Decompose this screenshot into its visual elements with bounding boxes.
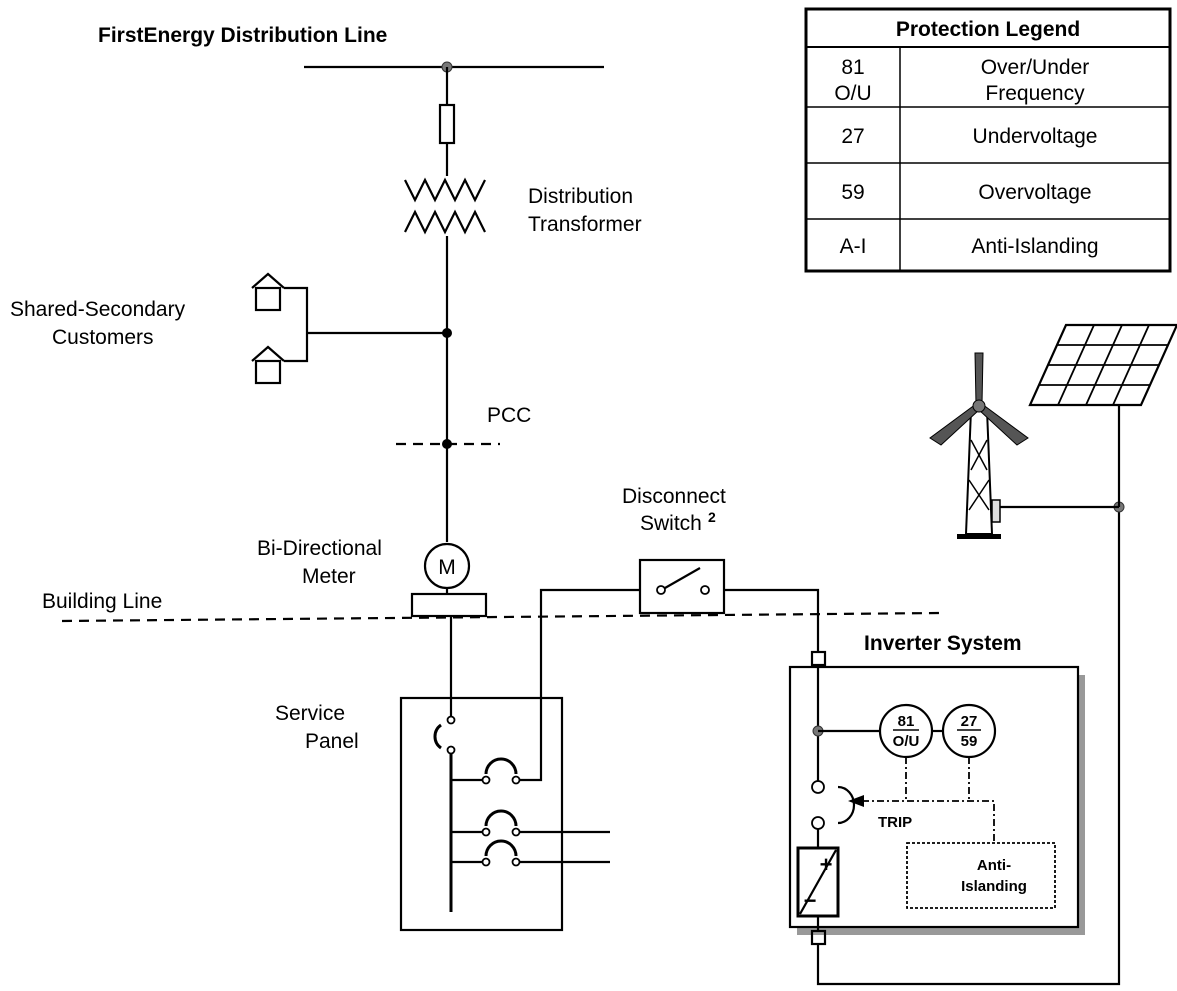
svg-text:Anti-: Anti-	[977, 857, 1011, 874]
protection-legend: Protection Legend 81 O/U Over/Under Freq…	[804, 7, 1172, 273]
svg-text:O/U: O/U	[893, 733, 920, 750]
svg-text:+: +	[820, 852, 833, 877]
legend-desc: Frequency	[985, 82, 1085, 105]
inverter-icon: + −	[796, 846, 840, 918]
svg-text:81: 81	[898, 713, 915, 730]
branch-breaker	[451, 809, 521, 837]
disconnect-label: Disconnect	[622, 485, 726, 508]
distribution-line-label: FirstEnergy Distribution Line	[98, 24, 387, 47]
footnote-marker: 2	[708, 509, 716, 525]
service-panel-label: Panel	[305, 730, 359, 753]
svg-text:Islanding: Islanding	[961, 878, 1027, 895]
svg-text:59: 59	[961, 733, 978, 750]
transformer-symbol	[404, 177, 486, 235]
legend-desc: Over/Under	[981, 56, 1090, 79]
svg-text:−: −	[804, 888, 817, 913]
inverter-system-title: Inverter System	[864, 632, 1022, 655]
shared-secondary-label: Customers	[52, 326, 154, 349]
service-panel	[399, 696, 564, 932]
relay-27-59: 27 59	[941, 703, 997, 759]
legend-desc: Overvoltage	[978, 181, 1091, 204]
anti-islanding-box: Anti- Islanding	[906, 842, 1056, 909]
trip-label: TRIP	[878, 814, 912, 831]
inverter-breaker	[811, 780, 856, 830]
shared-secondary-label: Shared-Secondary	[10, 298, 186, 321]
legend-code: 59	[841, 181, 864, 204]
wind-turbine-icon	[929, 352, 1119, 539]
house-icon	[251, 272, 285, 312]
legend-desc: Anti-Islanding	[971, 235, 1098, 258]
legend-code: 81	[841, 56, 864, 79]
legend-title: Protection Legend	[896, 18, 1080, 41]
legend-code: O/U	[834, 82, 871, 105]
main-breaker	[433, 715, 456, 755]
service-panel-label: Service	[275, 702, 345, 725]
meter-label: Bi-Directional	[257, 537, 382, 560]
fuse	[438, 103, 456, 145]
svg-text:27: 27	[961, 713, 978, 730]
legend-code: A-I	[840, 235, 867, 258]
meter-label: Meter	[302, 565, 356, 588]
trip-signal	[848, 757, 995, 843]
building-line-label: Building Line	[42, 590, 162, 613]
disconnect-switch	[638, 558, 726, 615]
transformer-label: Transformer	[528, 213, 642, 236]
building-line	[61, 611, 941, 623]
branch-breaker	[451, 839, 521, 867]
house-icon	[251, 345, 285, 385]
svg-text:M: M	[438, 556, 456, 579]
legend-desc: Undervoltage	[973, 125, 1098, 148]
transformer-label: Distribution	[528, 185, 633, 208]
legend-code: 27	[841, 125, 864, 148]
branch-breaker	[451, 757, 521, 785]
pcc-label: PCC	[487, 404, 531, 427]
solar-panel-icon	[1028, 323, 1177, 507]
disconnect-label: Switch	[640, 512, 702, 535]
meter-icon: M	[410, 542, 488, 618]
